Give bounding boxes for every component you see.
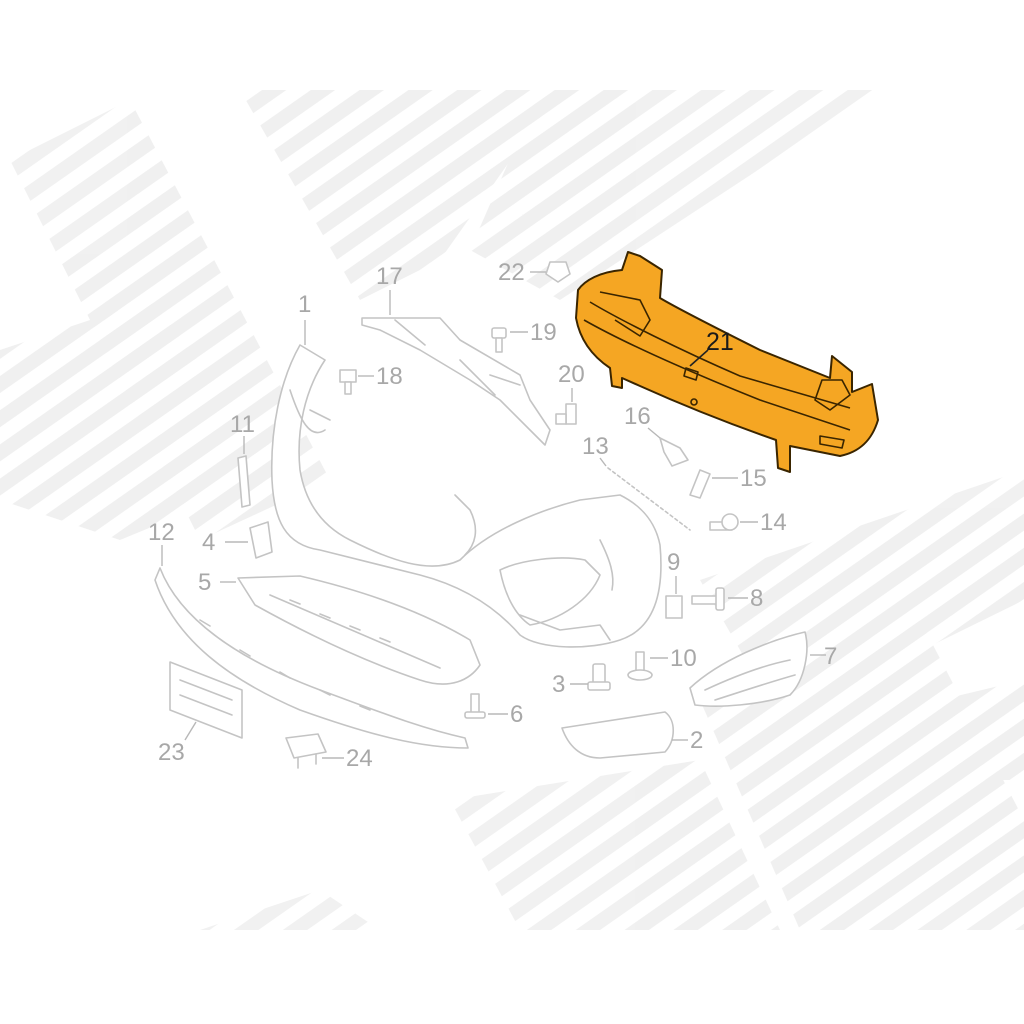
callout-7: 7 [824,643,837,670]
upper-tie-bar [361,317,551,446]
callout-1: 1 [298,291,311,318]
callout-12: 12 [148,519,175,546]
callout-14: 14 [760,509,787,536]
clip-20 [555,403,577,425]
side-bracket-11 [237,455,251,508]
lower-valance [154,567,469,749]
callout-4: 4 [202,529,215,556]
strip-13 [607,467,691,531]
callout-23: 23 [158,739,185,766]
push-pin-10 [627,651,653,681]
callout-19: 19 [530,319,557,346]
callout-24: 24 [346,745,373,772]
callout-17: 17 [376,263,403,290]
callout-22: 22 [498,259,525,286]
lower-grille [237,575,481,685]
callout-6: 6 [510,701,523,728]
screw-19 [491,327,507,353]
license-plate-bracket [169,661,243,739]
clip-3 [587,663,611,691]
callout-11: 11 [230,411,255,438]
callout-20: 20 [558,361,585,388]
callout-16: 16 [624,403,651,430]
callout-5: 5 [198,569,211,596]
fastener-14 [709,513,739,531]
bumper-reinforcement-beam [575,251,879,473]
callout-10: 10 [670,645,697,672]
bolt-15 [689,469,711,499]
bolt-8 [691,587,725,611]
bracket-9 [665,595,683,619]
callout-21: 21 [706,328,734,356]
watermark-logo [0,90,1024,930]
screw-6 [464,693,486,719]
callout-2: 2 [690,727,703,754]
fog-lamp-bezel [561,711,675,759]
callout-8: 8 [750,585,763,612]
callout-3: 3 [552,671,565,698]
callout-13: 13 [582,433,609,460]
callout-18: 18 [376,363,403,390]
bracket-16 [659,437,689,467]
nut-22 [545,261,571,283]
leader-21 [689,349,709,367]
headlamp [689,631,808,707]
bracket-4 [249,521,273,559]
bumper-cover [270,344,662,648]
callout-15: 15 [740,465,767,492]
bracket-24 [285,733,327,769]
nut-18 [339,369,357,395]
callout-9: 9 [667,549,680,576]
